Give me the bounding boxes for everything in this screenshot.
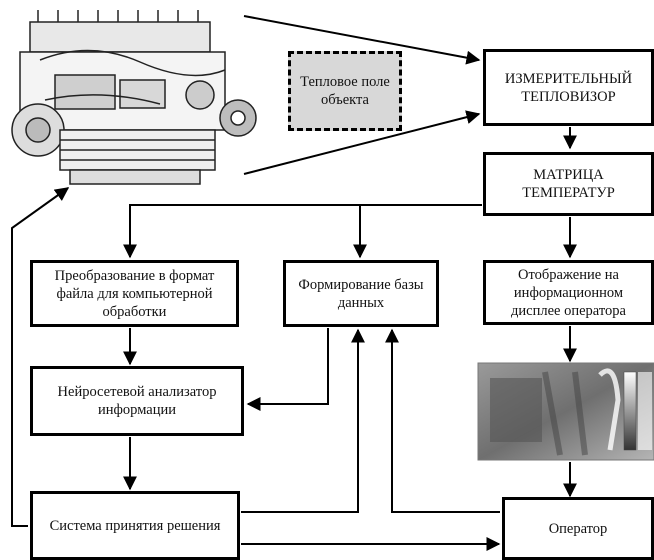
node-decision-system: Система принятия решения bbox=[30, 491, 240, 560]
node-display: Отображение на информационном дисплее оп… bbox=[483, 260, 654, 325]
node-database: Формирование базы данных bbox=[283, 260, 439, 327]
node-heat-field: Тепловое поле объекта bbox=[288, 51, 402, 131]
node-thermal-imager: ИЗМЕРИТЕЛЬНЫЙ ТЕПЛОВИЗОР bbox=[483, 49, 654, 126]
node-file-conversion: Преобразование в формат файла для компью… bbox=[30, 260, 239, 327]
node-temperature-matrix: МАТРИЦА ТЕМПЕРАТУР bbox=[483, 152, 654, 216]
edge-decision-to-database bbox=[241, 330, 358, 512]
node-neural-analyzer: Нейросетевой анализатор информации bbox=[30, 366, 244, 436]
edge-decision-to-engine-feedback bbox=[12, 188, 68, 526]
node-display-label: Отображение на информационном дисплее оп… bbox=[490, 266, 647, 320]
engine-illustration bbox=[12, 10, 256, 184]
node-operator: Оператор bbox=[502, 497, 654, 560]
thermal-image bbox=[478, 363, 654, 460]
node-decision-system-label: Система принятия решения bbox=[50, 517, 221, 535]
node-heat-field-label: Тепловое поле объекта bbox=[295, 73, 395, 109]
node-file-conversion-label: Преобразование в формат файла для компью… bbox=[37, 267, 232, 321]
node-thermal-imager-label: ИЗМЕРИТЕЛЬНЫЙ ТЕПЛОВИЗОР bbox=[490, 70, 647, 106]
node-neural-analyzer-label: Нейросетевой анализатор информации bbox=[37, 383, 237, 419]
node-temperature-matrix-label: МАТРИЦА ТЕМПЕРАТУР bbox=[490, 166, 647, 202]
edge-database-to-analyzer bbox=[248, 328, 328, 404]
node-operator-label: Оператор bbox=[549, 520, 608, 538]
edge-matrix-to-conversion bbox=[130, 205, 482, 257]
node-database-label: Формирование базы данных bbox=[290, 276, 432, 312]
